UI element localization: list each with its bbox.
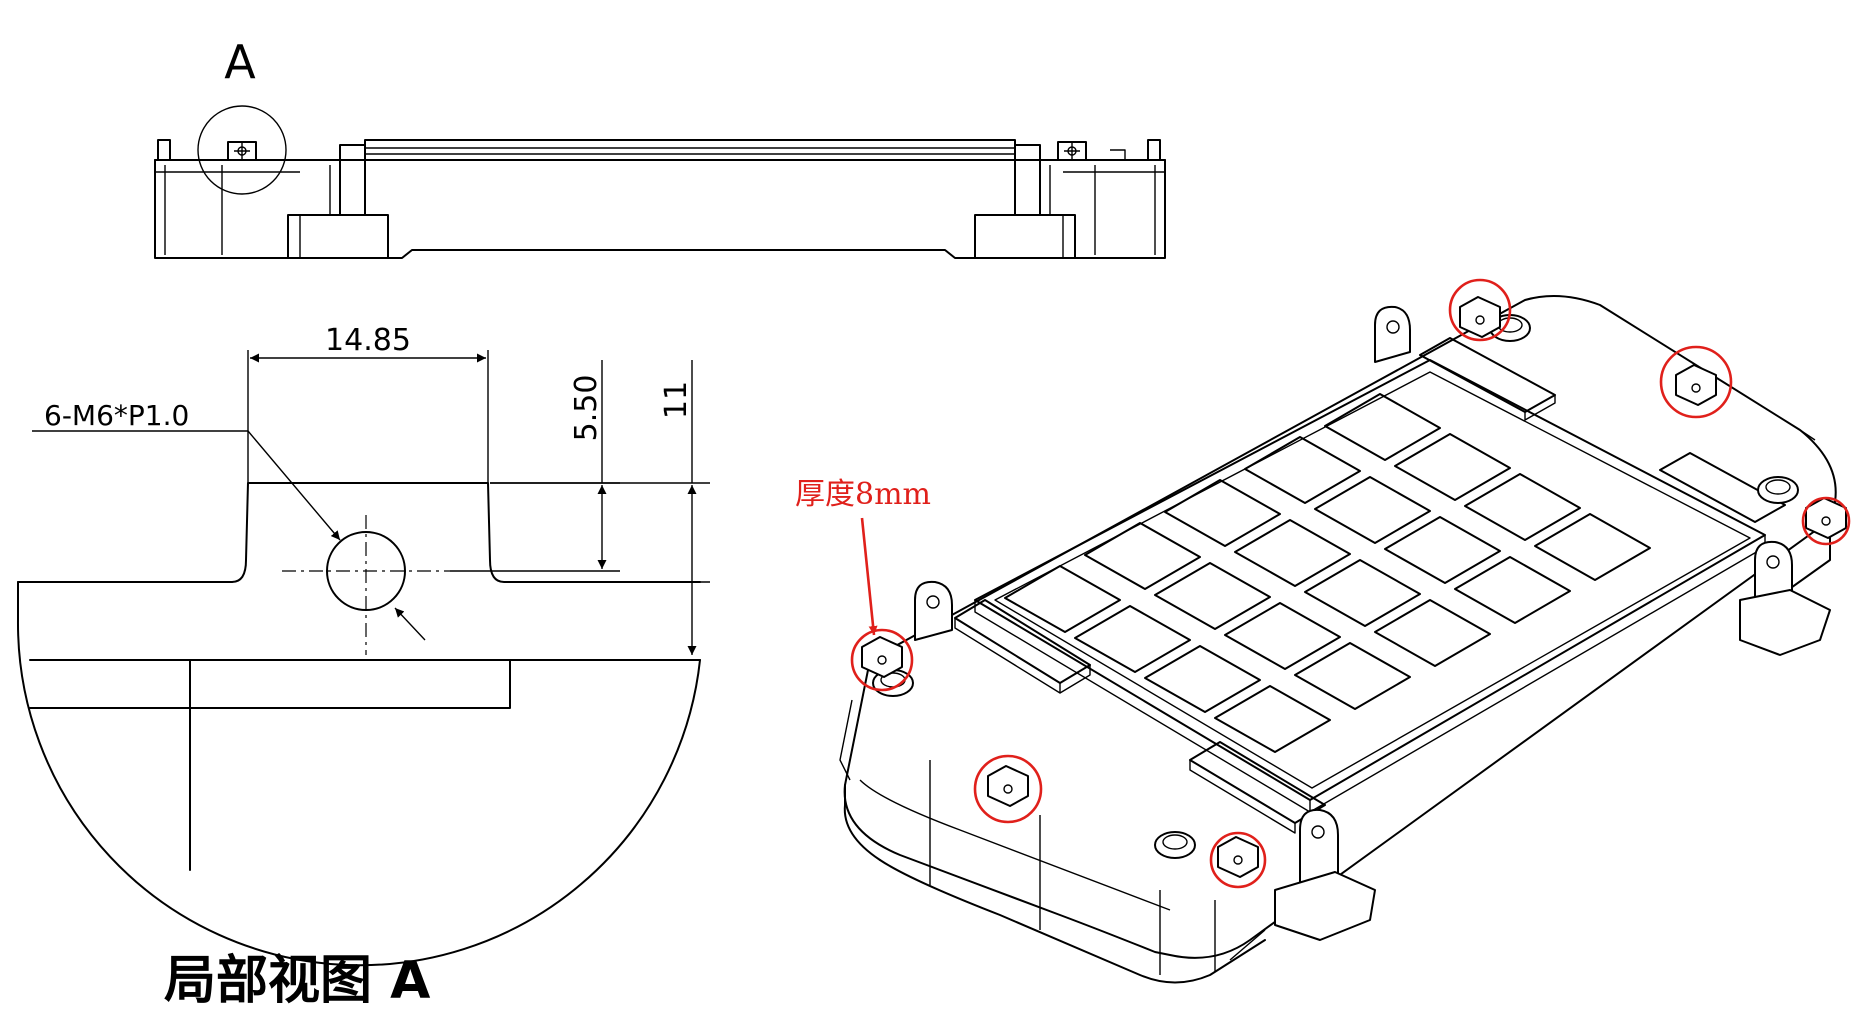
detail-view-a bbox=[16, 350, 710, 967]
view-marker-a: A bbox=[224, 35, 256, 89]
front-view bbox=[154, 105, 1166, 259]
dim-width-label: 14.85 bbox=[325, 323, 411, 358]
thread-spec-label: 6-M6*P1.0 bbox=[44, 399, 189, 432]
grid-cells bbox=[1004, 393, 1651, 753]
detail-title: 局部视图 A bbox=[164, 951, 430, 1011]
dim-total-height-label: 11 bbox=[659, 381, 694, 419]
detail-circle-a bbox=[197, 105, 287, 195]
highlight-rings bbox=[850, 278, 1851, 889]
mount-tab-icon bbox=[861, 296, 1847, 878]
isometric-view bbox=[839, 278, 1851, 984]
dim-hole-height-label: 5.50 bbox=[569, 375, 604, 442]
thickness-note: 厚度8mm bbox=[795, 477, 931, 512]
